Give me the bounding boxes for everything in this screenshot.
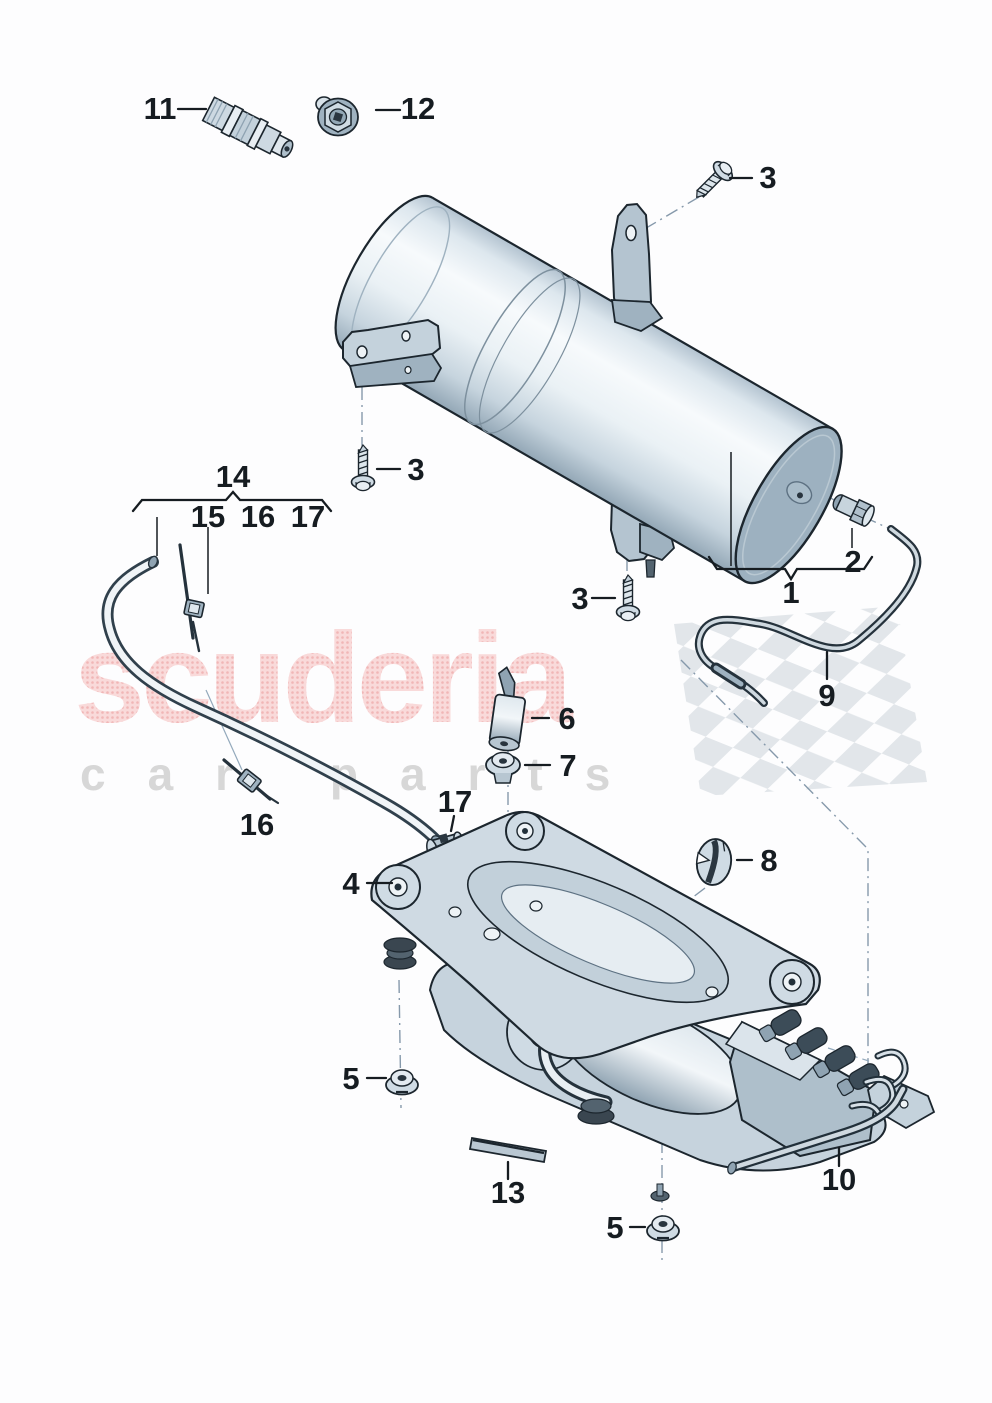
callout-6[interactable]: 6: [558, 701, 575, 736]
callout-8[interactable]: 8: [760, 843, 777, 878]
part-15-cable-tie: [178, 543, 205, 653]
callout-13[interactable]: 13: [491, 1175, 525, 1210]
brace-part-1: [707, 555, 874, 582]
callout-3-left[interactable]: 3: [407, 452, 424, 487]
part-5-rubber-mount-bottom: [645, 1214, 681, 1242]
frame-mount-lobe-right: [769, 959, 815, 1005]
callout-2[interactable]: 2: [844, 544, 861, 579]
part-10-pipes: [727, 1048, 909, 1175]
tank-top-mounting-bracket: [610, 202, 653, 326]
callout-15-group[interactable]: 15: [191, 499, 225, 534]
tank-top-bracket-saddle: [610, 299, 664, 332]
part-5-rubber-mount-left: [384, 1068, 420, 1096]
callout-17-group[interactable]: 17: [291, 499, 325, 534]
callout-5-bottom[interactable]: 5: [606, 1210, 623, 1245]
brace-part-14: [131, 490, 333, 513]
callout-3-top[interactable]: 3: [759, 160, 776, 195]
callout-4[interactable]: 4: [342, 866, 360, 901]
part-11-line-coupling: [201, 96, 294, 158]
checkered-flag-watermark: [674, 606, 927, 796]
compressor-mounting-frame: [370, 810, 821, 1060]
callout-1[interactable]: 1: [782, 575, 799, 610]
valve-block: [724, 1009, 880, 1158]
callout-5-left[interactable]: 5: [342, 1061, 359, 1096]
callout-10[interactable]: 10: [822, 1162, 856, 1197]
part-8-hose-holder-clip: [695, 838, 733, 886]
part-16-cable-tie-with-clip: [222, 758, 280, 805]
callout-14[interactable]: 14: [216, 459, 251, 494]
callout-3-bottom[interactable]: 3: [571, 581, 588, 616]
callout-leader-lines: [131, 107, 874, 1229]
part-3-screw-left: [350, 444, 376, 492]
frame-mount-lobe-left: [375, 864, 421, 910]
part-9-air-pipe: [694, 525, 922, 707]
callout-7[interactable]: 7: [559, 748, 576, 783]
callout-labels: 11 12 3 3 3 2 1 9 14 15 16 17 16 17 6 7 …: [144, 91, 862, 1245]
part-7-grommet: [485, 751, 521, 784]
compressor-unit: [370, 810, 936, 1202]
callout-17[interactable]: 17: [438, 784, 472, 819]
callout-9[interactable]: 9: [818, 678, 835, 713]
compressor-rubber-feet: [383, 937, 670, 1202]
callout-11[interactable]: 11: [144, 91, 177, 126]
part-12-plug-fitting: [315, 96, 359, 137]
callout-16-group[interactable]: 16: [241, 499, 275, 534]
callout-12[interactable]: 12: [401, 91, 435, 126]
solenoid-valves: [758, 1009, 880, 1097]
part-13-damping-strip: [468, 1136, 548, 1164]
tank-cylinder: [334, 194, 843, 585]
frame-mount-lobe-top: [505, 811, 545, 851]
air-reservoir-tank: [334, 194, 843, 585]
part-6-retaining-pin: [488, 666, 527, 752]
part-3-screw-bottom: [615, 574, 641, 622]
tank-left-mounting-bracket: [342, 318, 443, 388]
part-2-valve-fitting: [832, 494, 875, 527]
callout-16[interactable]: 16: [240, 807, 274, 842]
